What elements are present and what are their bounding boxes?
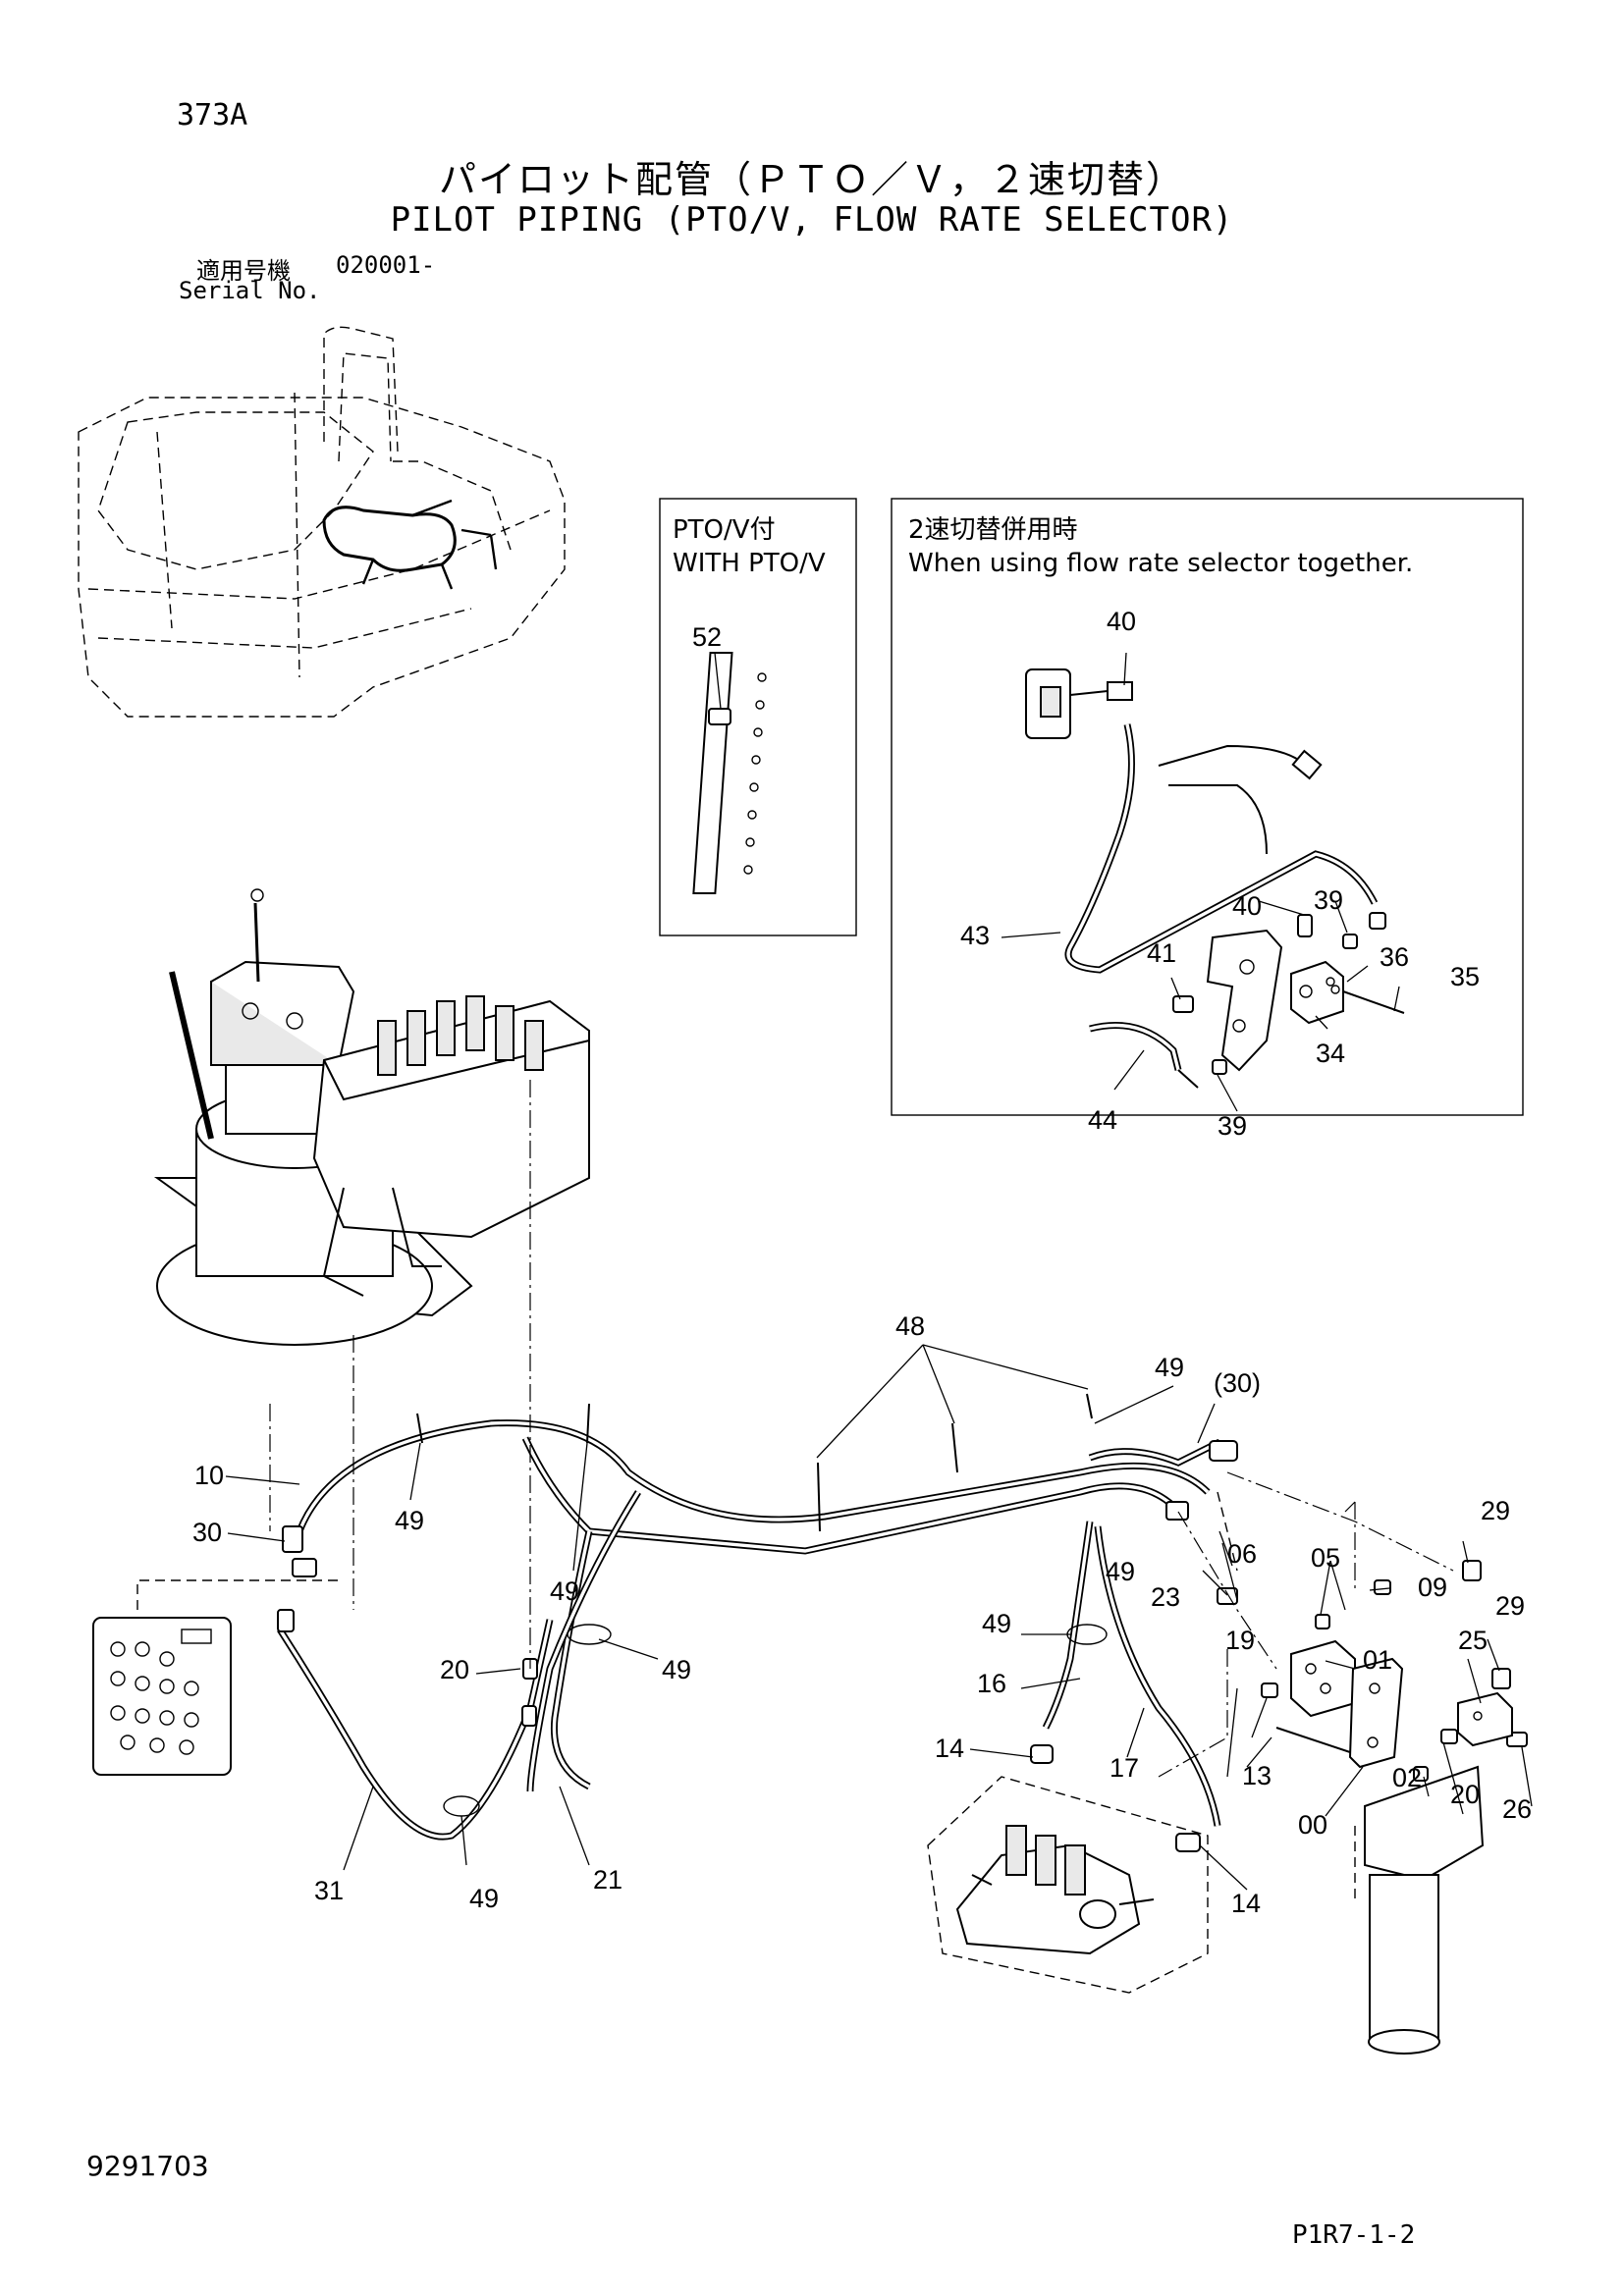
callout-30: 30 <box>192 1518 222 1547</box>
callout-23: 23 <box>1151 1582 1180 1612</box>
hose-fittings <box>277 1440 1528 1852</box>
callout-49: 49 <box>982 1609 1011 1638</box>
page-code: 373A <box>177 98 248 133</box>
callout-43: 43 <box>960 921 990 950</box>
callout-39: 39 <box>1218 1111 1247 1141</box>
fr-fittings <box>1172 912 1405 1075</box>
callout-34: 34 <box>1316 1039 1345 1068</box>
inset-pto <box>659 498 857 936</box>
document-number: 9291703 <box>86 2150 209 2182</box>
callout-25: 25 <box>1458 1626 1488 1655</box>
callout-49: 49 <box>550 1576 579 1606</box>
callout-16: 16 <box>977 1669 1006 1698</box>
fr-block-34 <box>1290 960 1344 1025</box>
block-25 <box>1457 1691 1513 1747</box>
inset-flow-rate-selector <box>891 498 1524 1116</box>
callout-29: 29 <box>1495 1591 1525 1621</box>
pto-inset-label-en: WITH PTO/V <box>673 549 826 578</box>
callout-09: 09 <box>1418 1573 1447 1602</box>
serial-label-japanese: 適用号機 <box>196 257 291 285</box>
pto-fitting-52 <box>708 652 731 725</box>
callout-13: 13 <box>1242 1761 1272 1790</box>
callout-49: 49 <box>1106 1557 1135 1586</box>
callout-49: 49 <box>662 1655 691 1684</box>
pto-inset-label-jp: PTO/V付 <box>673 515 776 545</box>
callout-20: 20 <box>1450 1780 1480 1809</box>
title-japanese: パイロット配管（ＰＴＯ／Ｖ，２速切替） <box>438 158 1185 201</box>
callout-40: 40 <box>1232 891 1262 921</box>
bracket-00 <box>1348 1657 1404 1769</box>
page-reference: P1R7-1-2 <box>1292 2220 1416 2250</box>
leader-lines <box>225 1344 1533 1891</box>
callout-05: 05 <box>1311 1543 1340 1573</box>
callout-14: 14 <box>1231 1889 1261 1918</box>
callout-52: 52 <box>692 622 722 652</box>
flow-inset-label-en: When using flow rate selector together. <box>908 549 1413 578</box>
hose-clamps <box>416 1393 1108 1817</box>
pto-manifold-plate <box>692 652 767 894</box>
callout-20: 20 <box>440 1655 469 1684</box>
callout-48: 48 <box>895 1311 925 1341</box>
fr-hose-upper <box>1158 744 1323 855</box>
callout-39: 39 <box>1314 885 1343 915</box>
fr-valve-block <box>1025 668 1133 739</box>
callout-14: 14 <box>935 1734 964 1763</box>
serial-label-english: Serial No. <box>179 277 321 304</box>
callout-40: 40 <box>1107 607 1136 636</box>
callout-29: 29 <box>1481 1496 1510 1525</box>
pilot-valve <box>92 1579 339 1776</box>
callout-41: 41 <box>1147 938 1176 968</box>
control-valve <box>312 995 590 1297</box>
fr-bracket <box>1206 929 1283 1072</box>
callout-35: 35 <box>1450 962 1480 991</box>
filter-tank <box>1354 1765 1485 2055</box>
callout-49: 49 <box>395 1506 424 1535</box>
serial-value: 020001- <box>336 251 436 279</box>
fr-hose-44 <box>1089 1022 1199 1089</box>
excavator-outline <box>78 326 566 718</box>
fr-hose-43 <box>1064 723 1379 974</box>
callout-44: 44 <box>1088 1105 1117 1135</box>
callout-10: 10 <box>194 1461 224 1490</box>
callout-21: 21 <box>593 1865 623 1895</box>
callout-01: 01 <box>1363 1645 1392 1675</box>
callout-30: (30) <box>1214 1368 1261 1398</box>
callout-06: 06 <box>1227 1539 1257 1569</box>
hose-bundle <box>277 1419 1234 1841</box>
callout-49: 49 <box>469 1884 499 1913</box>
flow-inset-label-jp: 2速切替併用時 <box>908 515 1078 545</box>
inset-labels: PTO/V付 WITH PTO/V 2速切替併用時 When using flo… <box>673 515 1413 578</box>
reference-lines <box>269 1080 1454 1778</box>
callout-49: 49 <box>1155 1353 1184 1382</box>
callout-numbers: 52 40 40 39 39 36 35 34 41 43 44 48 49 (… <box>192 607 1532 1918</box>
title-english: PILOT PIPING (PTO/V, FLOW RATE SELECTOR) <box>390 200 1234 240</box>
callout-02: 02 <box>1392 1763 1422 1792</box>
auxiliary-valve <box>927 1776 1209 1994</box>
callout-26: 26 <box>1502 1794 1532 1824</box>
callout-36: 36 <box>1380 942 1409 972</box>
callout-31: 31 <box>314 1876 344 1905</box>
callout-00: 00 <box>1298 1810 1327 1840</box>
callout-19: 19 <box>1225 1626 1255 1655</box>
callout-17: 17 <box>1110 1753 1139 1783</box>
